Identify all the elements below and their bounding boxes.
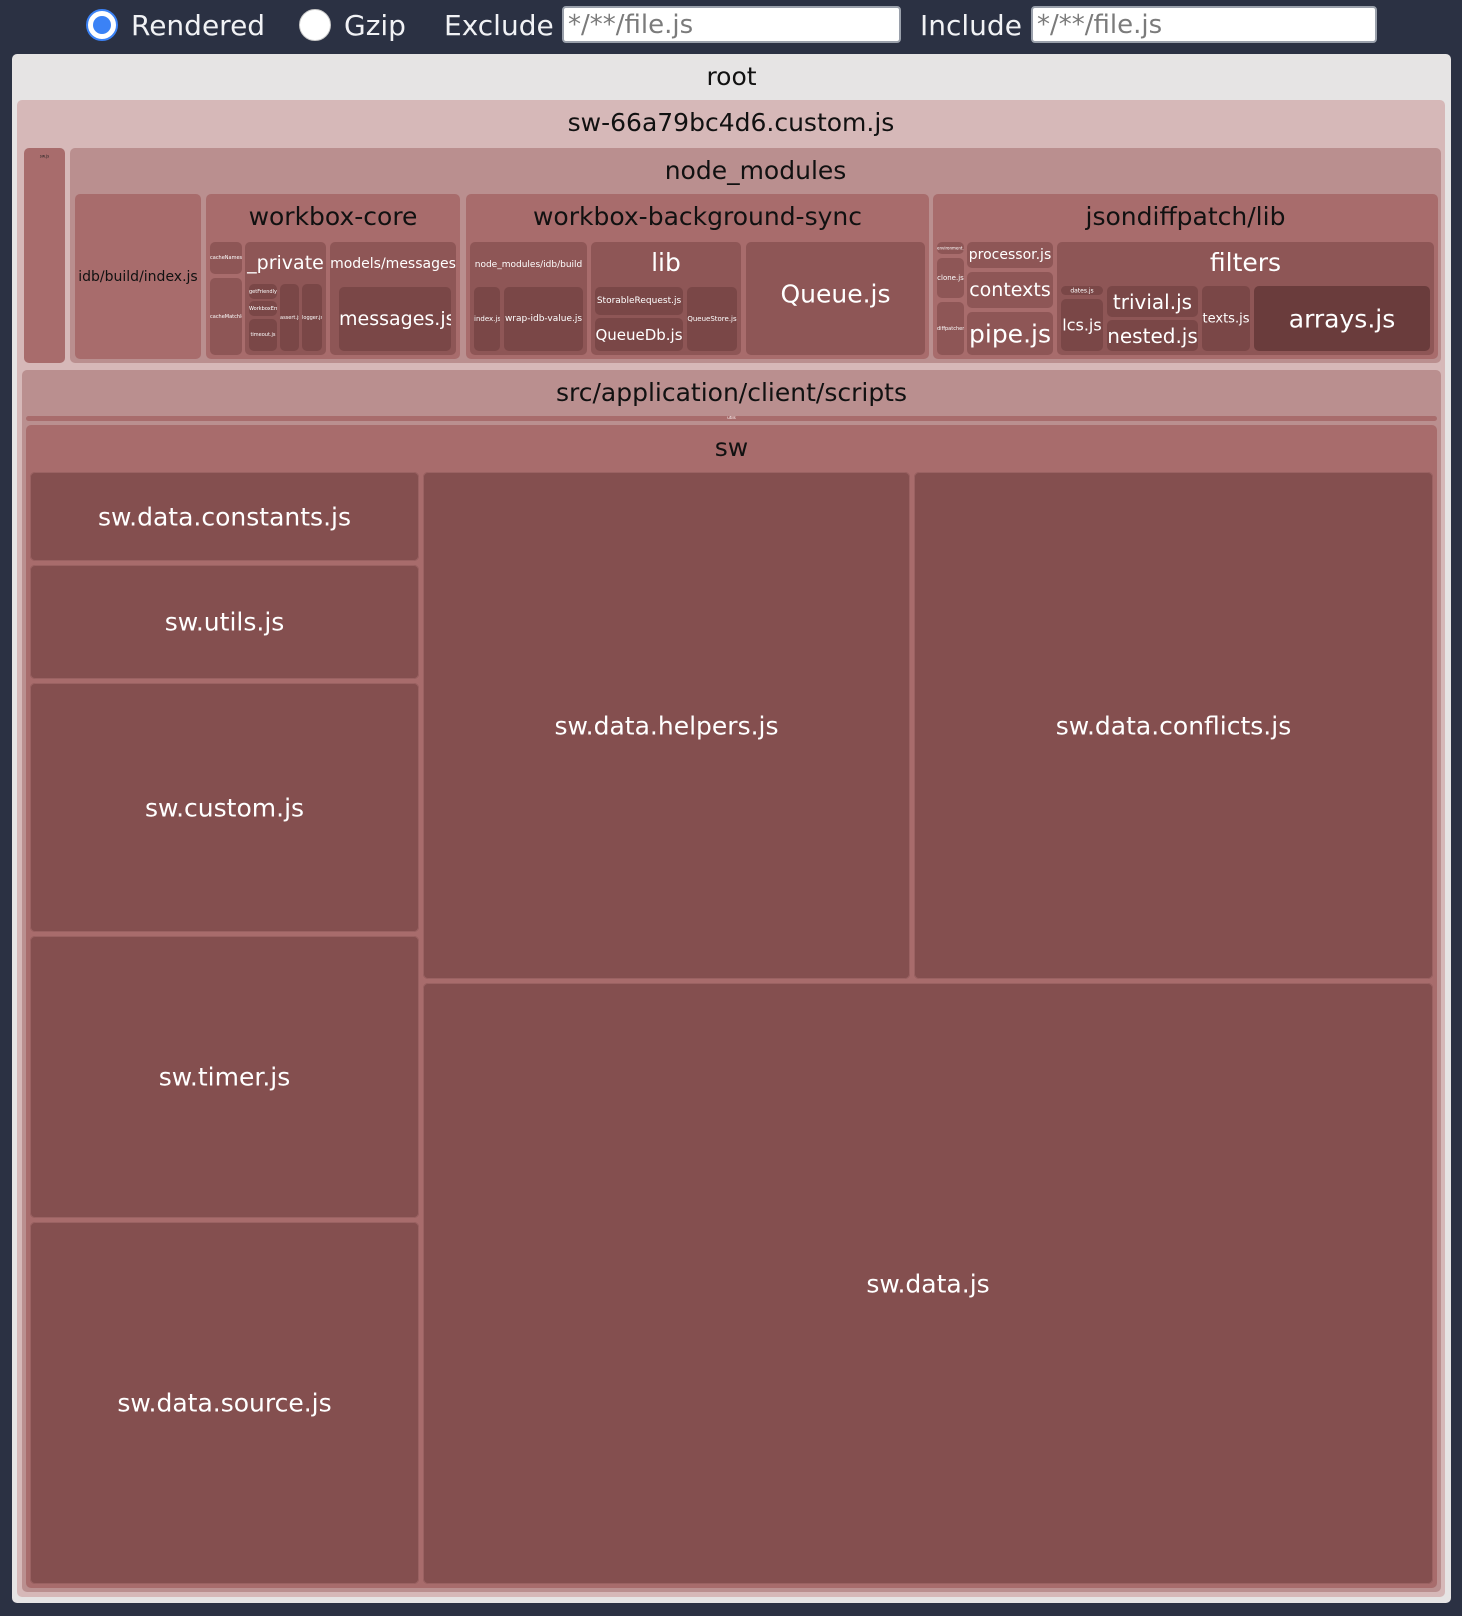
- dates-file[interactable]: dates.js: [1061, 286, 1103, 295]
- get-friendly-url-label: getFriendlyURL.js: [249, 288, 277, 295]
- include-label: Include: [920, 9, 1022, 42]
- timeout-label: timeout.js: [250, 332, 276, 338]
- sw-custom-file[interactable]: sw.custom.js: [30, 683, 419, 932]
- assert-label: assert.js: [280, 314, 299, 321]
- bg-idb-index-file[interactable]: index.js: [474, 287, 500, 351]
- lib-label: lib: [651, 248, 681, 277]
- wrap-idb-value-label: wrap-idb-value.js: [504, 314, 583, 324]
- workbox-error-label: WorkboxError.js: [249, 305, 277, 312]
- clone-file[interactable]: clone.js: [937, 258, 964, 298]
- node-modules-label: node_modules: [664, 156, 847, 185]
- pipe-file[interactable]: pipe.js: [967, 312, 1053, 355]
- queue-db-file[interactable]: QueueDb.js: [595, 318, 683, 351]
- trivial-label: trivial.js: [1112, 289, 1193, 314]
- sw-data-helpers-label: sw.data.helpers.js: [554, 711, 779, 740]
- nested-file[interactable]: nested.js: [1107, 320, 1198, 351]
- private-label: _private: [247, 252, 324, 274]
- pipe-label: pipe.js: [969, 319, 1051, 348]
- contexts-label: contexts: [969, 279, 1051, 301]
- rendered-radio[interactable]: [86, 9, 118, 41]
- lcs-label: lcs.js: [1062, 315, 1102, 335]
- lcs-file[interactable]: lcs.js: [1061, 299, 1103, 351]
- wrap-idb-value-file[interactable]: wrap-idb-value.js: [504, 287, 583, 351]
- idb-index-file[interactable]: idb/build/index.js: [75, 194, 201, 359]
- sw-data-source-file[interactable]: sw.data.source.js: [30, 1222, 419, 1584]
- logger-label: logger.js: [302, 314, 322, 321]
- cache-match-label: cacheMatchIgnoreParams.js: [210, 313, 242, 320]
- include-input[interactable]: [1031, 6, 1377, 43]
- storable-request-label: StorableRequest.js: [596, 296, 682, 306]
- workbox-background-sync-label: workbox-background-sync: [532, 202, 862, 231]
- environment-label: environment.js: [937, 245, 964, 251]
- nested-label: nested.js: [1107, 323, 1198, 348]
- sw-utils-label: sw.utils.js: [164, 607, 285, 637]
- bundle-label: sw-66a79bc4d6.custom.js: [567, 108, 895, 137]
- queue-label: Queue.js: [780, 279, 891, 309]
- utils-thin-node[interactable]: utils: [26, 416, 1437, 421]
- exclude-label: Exclude: [444, 9, 554, 42]
- toolbar: Rendered Gzip Exclude Include: [0, 0, 1462, 52]
- sw-data-conflicts-file[interactable]: sw.data.conflicts.js: [914, 472, 1433, 979]
- timeout-file[interactable]: timeout.js: [249, 319, 277, 351]
- bg-idb-index-label: index.js: [474, 315, 500, 323]
- root-label: root: [706, 62, 757, 91]
- idb-index-label: idb/build/index.js: [78, 268, 198, 285]
- workbox-error-file[interactable]: WorkboxError.js: [249, 301, 277, 316]
- queue-store-file[interactable]: QueueStore.js: [687, 287, 737, 351]
- processor-label: processor.js: [968, 247, 1052, 263]
- texts-file[interactable]: texts.js: [1202, 286, 1250, 351]
- processor-file[interactable]: processor.js: [967, 242, 1053, 268]
- queue-store-label: QueueStore.js: [687, 315, 737, 323]
- sw-data-helpers-file[interactable]: sw.data.helpers.js: [423, 472, 910, 979]
- sw-data-conflicts-label: sw.data.conflicts.js: [1055, 711, 1292, 740]
- logger-file[interactable]: logger.js: [302, 284, 322, 351]
- contexts-node[interactable]: contexts: [967, 272, 1053, 308]
- sw-data-file[interactable]: sw.data.js: [423, 983, 1433, 1584]
- arrays-file[interactable]: arrays.js: [1254, 286, 1430, 351]
- rendered-label[interactable]: Rendered: [131, 9, 266, 42]
- utils-thin-label: utils: [727, 416, 736, 420]
- sw-data-label: sw.data.js: [866, 1269, 990, 1298]
- models-messages-label: models/messages: [330, 256, 456, 272]
- exclude-input[interactable]: [562, 6, 901, 43]
- sw-timer-label: sw.timer.js: [158, 1062, 291, 1092]
- sw-data-source-label: sw.data.source.js: [117, 1388, 332, 1418]
- workbox-core-label: workbox-core: [248, 202, 418, 231]
- sw-custom-label: sw.custom.js: [144, 793, 305, 822]
- bundle-side-file-label: sw.js: [39, 153, 50, 159]
- sw-timer-file[interactable]: sw.timer.js: [30, 936, 419, 1218]
- cache-names-label: cacheNames.js: [210, 255, 242, 261]
- trivial-file[interactable]: trivial.js: [1107, 286, 1198, 317]
- filters-label: filters: [1209, 248, 1282, 277]
- bundle-side-file[interactable]: sw.js: [24, 148, 65, 363]
- src-scripts-label: src/application/client/scripts: [555, 378, 908, 407]
- dates-label: dates.js: [1070, 287, 1094, 294]
- cache-names-file[interactable]: cacheNames.js: [210, 242, 242, 274]
- diffpatcher-file[interactable]: diffpatcher.js: [937, 302, 964, 355]
- clone-label: clone.js: [937, 274, 964, 282]
- sw-utils-file[interactable]: sw.utils.js: [30, 565, 419, 679]
- gzip-radio[interactable]: [299, 9, 331, 41]
- queue-file[interactable]: Queue.js: [746, 242, 925, 355]
- gzip-label[interactable]: Gzip: [344, 9, 406, 42]
- sw-label: sw: [714, 433, 749, 462]
- messages-label: messages.js: [339, 308, 451, 330]
- texts-label: texts.js: [1202, 311, 1250, 326]
- sw-data-constants-file[interactable]: sw.data.constants.js: [30, 472, 419, 561]
- jsondiffpatch-label: jsondiffpatch/lib: [1085, 202, 1286, 231]
- arrays-label: arrays.js: [1288, 304, 1396, 333]
- storable-request-file[interactable]: StorableRequest.js: [595, 287, 683, 315]
- environment-file[interactable]: environment.js: [937, 242, 964, 254]
- cache-match-file[interactable]: cacheMatchIgnoreParams.js: [210, 278, 242, 355]
- idb-build-label: node_modules/idb/build: [474, 260, 583, 270]
- diffpatcher-label: diffpatcher.js: [937, 325, 964, 332]
- messages-file[interactable]: messages.js: [339, 287, 451, 351]
- get-friendly-url-file[interactable]: getFriendlyURL.js: [249, 284, 277, 299]
- queue-db-label: QueueDb.js: [595, 325, 683, 344]
- sw-data-constants-label: sw.data.constants.js: [97, 502, 351, 531]
- assert-file[interactable]: assert.js: [280, 284, 299, 351]
